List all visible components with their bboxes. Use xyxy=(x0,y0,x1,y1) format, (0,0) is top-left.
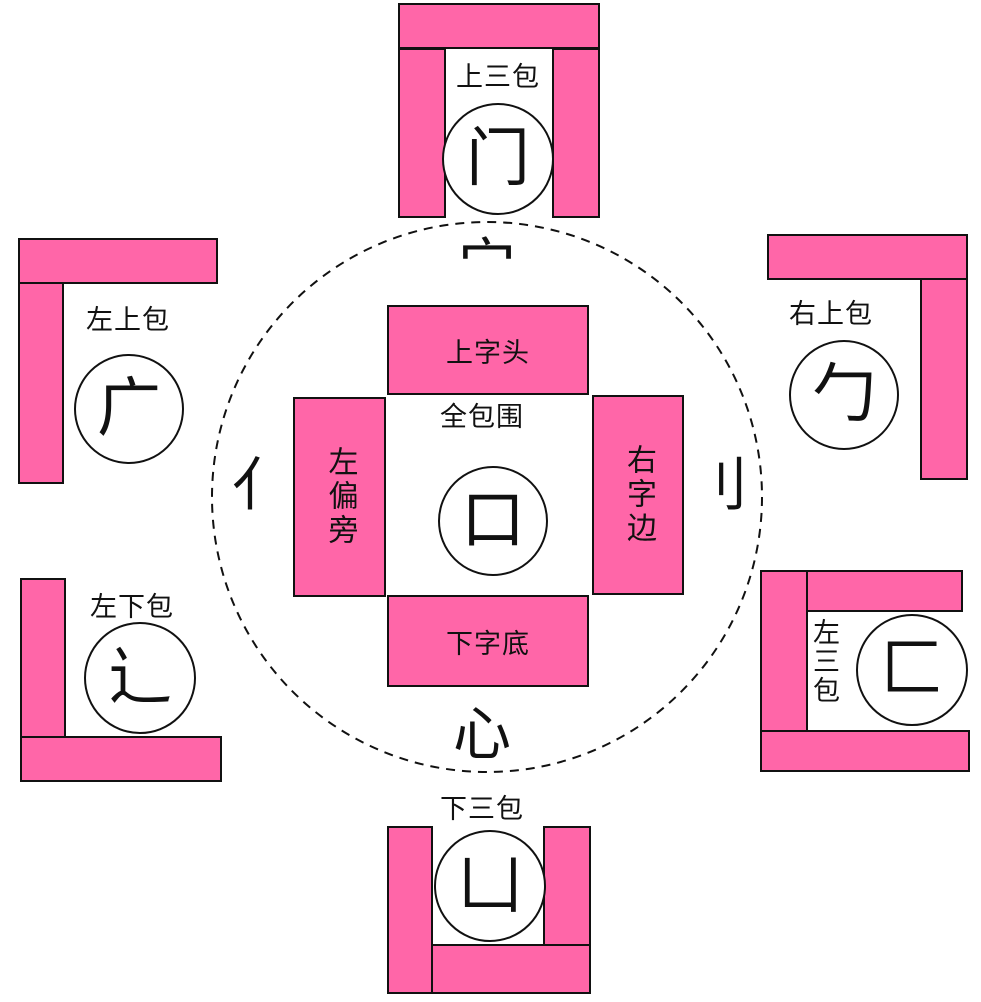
radical-top: 宀 xyxy=(458,231,517,299)
top-left-glyph: 广 xyxy=(97,372,161,446)
left-three-glyph: 匚 xyxy=(880,633,944,707)
bottom-three-circle: 凵 xyxy=(434,830,546,942)
bottom-three-glyph: 凵 xyxy=(458,849,522,923)
top-three-circle: 门 xyxy=(442,103,554,215)
full-enclosure-label: 全包围 xyxy=(440,402,524,433)
top-left-left-bar xyxy=(18,282,64,484)
top-three-label: 上三包 xyxy=(456,62,540,93)
left-component-block: 左偏旁 xyxy=(293,397,386,597)
bottom-left-left-bar xyxy=(20,578,66,738)
top-right-circle: 勹 xyxy=(789,340,899,450)
radical-right: 刂 xyxy=(690,451,749,519)
bottom-three-label: 下三包 xyxy=(440,794,524,825)
top-right-label: 右上包 xyxy=(789,299,873,330)
top-left-circle: 广 xyxy=(74,354,184,464)
top-component-block: 上字头 xyxy=(387,305,589,395)
bottom-component-block: 下字底 xyxy=(387,595,589,687)
top-right-right-bar xyxy=(920,278,968,480)
bottom-component-label: 下字底 xyxy=(446,628,530,660)
bottom-left-circle: 辶 xyxy=(84,622,196,734)
top-three-right-bar xyxy=(552,48,600,218)
full-enclosure-glyph: 口 xyxy=(461,484,525,558)
top-component-label: 上字头 xyxy=(446,337,530,369)
left-three-circle: 匚 xyxy=(856,614,968,726)
bottom-left-label: 左下包 xyxy=(90,592,174,623)
top-right-top-bar xyxy=(767,234,968,280)
full-enclosure-circle: 口 xyxy=(438,466,548,576)
radical-bottom: 心 xyxy=(453,700,512,768)
bottom-left-bottom-bar xyxy=(20,736,222,782)
left-component-label: 左偏旁 xyxy=(322,446,358,548)
right-component-block: 右字边 xyxy=(592,395,684,595)
bottom-three-left-bar xyxy=(387,826,433,994)
radical-left: 亻 xyxy=(232,451,291,519)
top-three-glyph: 门 xyxy=(466,122,530,196)
right-component-label: 右字边 xyxy=(621,444,656,546)
top-three-left-bar xyxy=(398,48,446,218)
left-three-label: 左三包 xyxy=(808,618,839,705)
top-left-top-bar xyxy=(18,238,218,284)
top-left-label: 左上包 xyxy=(86,305,170,336)
left-three-bottom-bar xyxy=(760,730,970,772)
bottom-three-bottom-bar xyxy=(431,944,591,994)
bottom-left-glyph: 辶 xyxy=(108,641,172,715)
top-three-top-bar xyxy=(398,3,600,49)
top-right-glyph: 勹 xyxy=(812,358,876,432)
